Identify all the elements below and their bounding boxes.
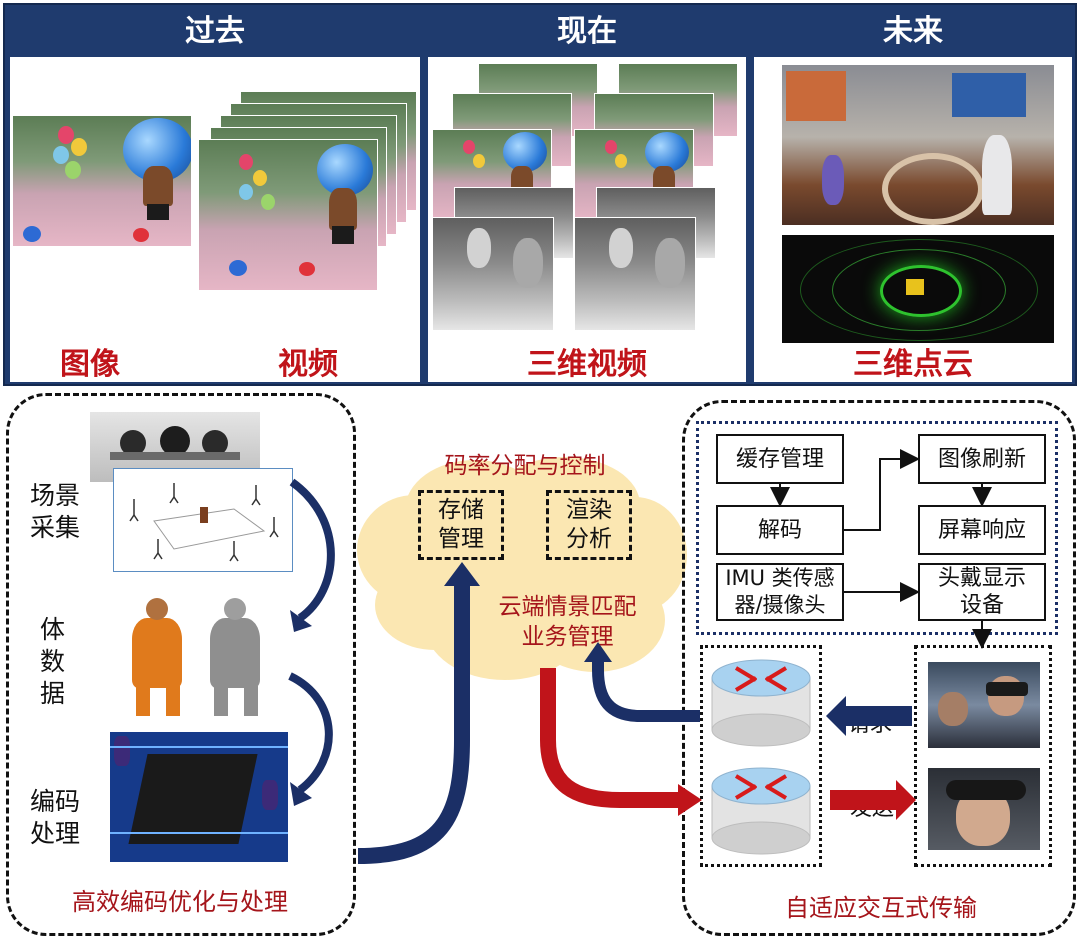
era-future-title: 未来 [883, 14, 943, 49]
encoding-panel [6, 393, 356, 936]
cloud-to-router-arrow [540, 668, 680, 808]
capture-stage-diagram [113, 468, 293, 572]
transmission-caption: 自适应交互式传输 [785, 894, 977, 922]
depth-map-right [574, 217, 696, 331]
router-frame [700, 645, 822, 867]
label-video: 视频 [278, 347, 338, 382]
cache-management-box: 缓存管理 [716, 434, 844, 484]
point-cloud-photo [782, 235, 1054, 343]
step-scene-capture: 场景采集 [30, 481, 81, 542]
cloud-service-text: 云端情景匹配业务管理 [498, 594, 637, 650]
volumetric-capture-photo [110, 596, 280, 721]
image-refresh-box: 图像刷新 [918, 434, 1046, 484]
era-present-title: 现在 [557, 14, 617, 49]
bitrate-control-title: 码率分配与控制 [444, 453, 606, 479]
ar-headset-photo [928, 768, 1040, 850]
depth-map-left [432, 217, 554, 331]
video-frames-photo [198, 139, 378, 291]
step-volumetric-data: 体数据 [40, 615, 66, 708]
step-encoding: 编码处理 [30, 787, 81, 848]
label-image: 图像 [60, 347, 120, 382]
storage-management-box: 存储管理 [418, 490, 504, 560]
vr-users-photo [928, 662, 1040, 748]
client-pipeline-frame [696, 421, 1058, 635]
era-past-title: 过去 [185, 14, 245, 49]
screen-response-box: 屏幕响应 [918, 505, 1046, 555]
label-3d-video: 三维视频 [527, 347, 647, 382]
head-mounted-display-box: 头戴显示设备 [918, 563, 1046, 621]
era-past-panel: 图像 视频 [10, 57, 420, 382]
encoding-caption: 高效编码优化与处理 [72, 888, 288, 916]
router-icon [706, 650, 816, 750]
router-icon [706, 758, 816, 858]
decode-box: 解码 [716, 505, 844, 555]
encoder-chip-photo [110, 732, 288, 862]
era-future-panel: 三维点云 [754, 57, 1072, 382]
send-label: 发送 [850, 796, 895, 821]
still-image-photo [12, 115, 192, 247]
label-3d-point-cloud: 三维点云 [853, 347, 973, 382]
sensor-camera-box: IMU 类传感器/摄像头 [716, 563, 844, 621]
era-present-panel: 三维视频 [428, 57, 746, 382]
mixed-reality-room-photo [782, 65, 1054, 225]
request-label: 请求 [848, 712, 893, 737]
render-analysis-box: 渲染分析 [546, 490, 632, 560]
